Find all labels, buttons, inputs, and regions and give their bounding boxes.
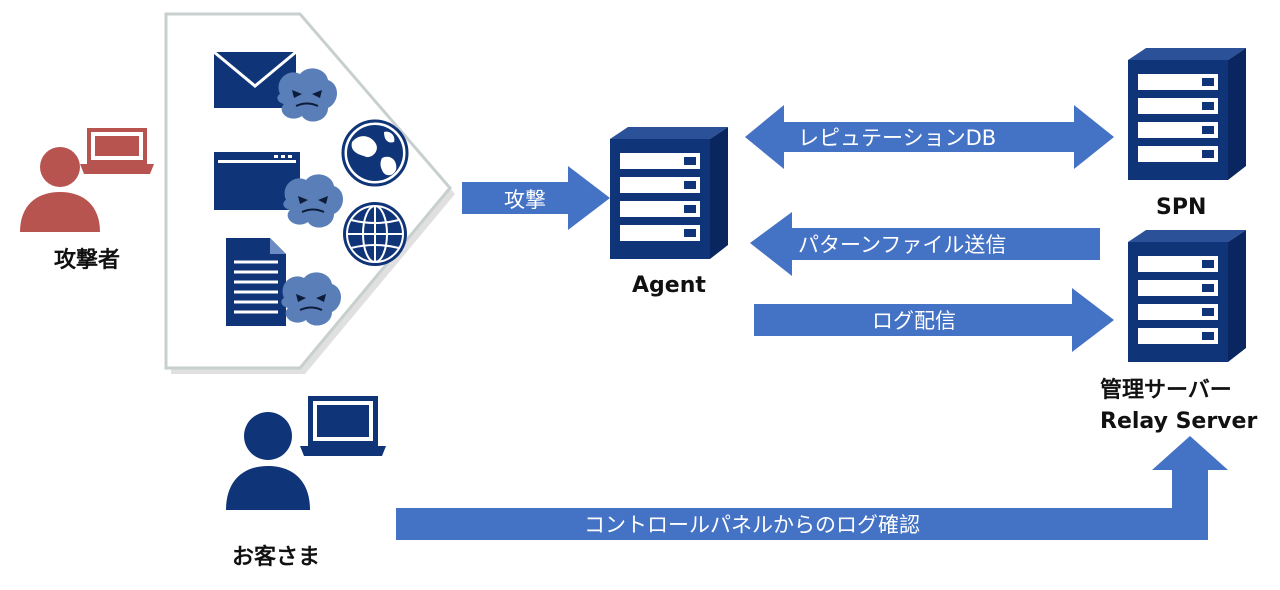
attack-arrow: 攻撃	[462, 166, 610, 230]
control-panel-label: コントロールパネルからのログ確認	[584, 513, 920, 537]
attack-arrow-label: 攻撃	[504, 188, 546, 212]
agent-server-icon	[610, 127, 728, 259]
attacker-label: 攻撃者	[54, 247, 120, 273]
globe-wireframe-icon	[343, 202, 407, 266]
control-panel-log-arrow: コントロールパネルからのログ確認	[396, 436, 1228, 540]
attacker-icon	[20, 128, 154, 232]
pattern-file-arrow: パターンファイル送信	[750, 212, 1100, 276]
customer-icon	[226, 396, 386, 510]
spn-server-icon	[1128, 48, 1246, 180]
log-delivery-label: ログ配信	[872, 309, 956, 333]
document-icon	[226, 238, 286, 326]
customer-label: お客さま	[232, 544, 320, 570]
relay-server-label: Relay Server	[1100, 409, 1257, 434]
reputation-db-arrow: レピュテーションDB	[745, 105, 1114, 169]
management-server-icon	[1128, 230, 1246, 362]
log-delivery-arrow: ログ配信	[754, 288, 1114, 352]
reputation-db-label: レピュテーションDB	[798, 126, 996, 150]
globe-map-icon	[341, 119, 409, 187]
management-server-label: 管理サーバー	[1100, 377, 1232, 403]
agent-label: Agent	[632, 273, 706, 298]
pattern-file-label: パターンファイル送信	[798, 233, 1006, 257]
spn-label: SPN	[1156, 195, 1206, 220]
